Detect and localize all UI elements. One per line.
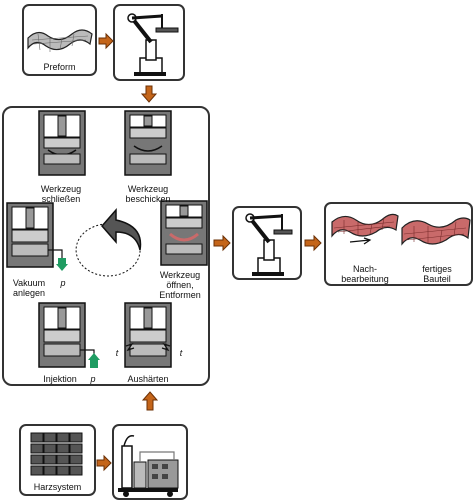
arrow-right-icon [304,234,322,252]
load-tool-label: Werkzeug beschicken [116,184,180,204]
robot-arm-icon [245,213,293,276]
cycle-arrow-icon [75,208,142,277]
cure-label: Aushärten [127,374,169,384]
load-tool-label-line1: Werkzeug [127,184,169,194]
open-demold-label: Werkzeug öffnen, Entformen [150,270,210,300]
finished-part-label: fertiges Bauteil [404,264,470,284]
output-box [324,202,473,286]
arrow-up-icon [141,391,159,411]
resin-system-label: Harzsystem [33,482,82,492]
cure-time-symbol-left: t [115,348,119,358]
finished-part-illustration [401,217,471,246]
preform-illustration [27,29,93,52]
preform-label: Preform [43,62,76,72]
resin-injection-cart-illustration [118,434,179,497]
injection-pressure-symbol: p [90,374,96,384]
vacuum-pressure-symbol: p [60,278,66,288]
arrow-down-icon [140,85,158,103]
press-vacuum-icon [6,202,68,271]
finished-part-label-line1: fertiges [422,264,452,274]
close-tool-label-line1: Werkzeug [40,184,82,194]
cure-time-symbol-right: t [179,348,183,358]
arrow-right-icon [213,234,231,252]
open-demold-label-line3: Entformen [159,290,201,300]
post-processing-label-line1: Nach- [352,264,377,274]
resin-drums-illustration [30,432,83,476]
close-tool-label-line2: schließen [41,194,81,204]
press-load-icon [124,110,172,176]
load-tool-label-line2: beschicken [125,194,171,204]
close-tool-label: Werkzeug schließen [30,184,92,204]
vacuum-label: Vakuum anlegen [4,278,54,298]
open-demold-label-line2: öffnen, [166,280,194,290]
arrow-right-icon [96,454,112,472]
press-open-icon [160,200,208,266]
injection-label: Injektion [43,374,77,384]
robot-arm-icon [127,13,179,76]
vacuum-label-line2: anlegen [12,288,46,298]
post-processing-label: Nach- bearbeitung [330,264,400,284]
post-processing-part-illustration [331,213,399,245]
vacuum-label-line1: Vakuum [12,278,46,288]
post-processing-label-line2: bearbeitung [341,274,389,284]
finished-part-label-line2: Bauteil [423,274,451,284]
press-close-icon [38,110,86,176]
press-injection-icon [38,302,100,368]
press-cure-icon [124,302,172,368]
open-demold-label-line1: Werkzeug [159,270,201,280]
arrow-right-icon [98,32,114,50]
